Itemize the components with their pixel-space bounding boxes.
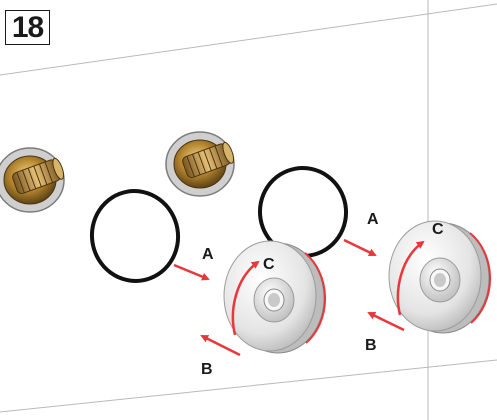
callout-c: C [263,256,275,273]
callout-a: A [202,246,214,263]
arrow-a1-icon [173,263,210,281]
callout-b: B [201,361,213,378]
o-ring-icon [89,189,181,283]
arrow-a2-icon [343,238,377,257]
o-ring-icon [257,166,349,258]
arrow-b2-icon [367,311,405,332]
callout-c: C [432,221,444,238]
step-number: 18 [5,10,50,45]
arrow-b1-icon [200,334,241,357]
escutcheon-disc-icon [223,240,327,354]
escutcheon-disc-icon [388,220,492,334]
valve-cartridge-icon [0,147,65,213]
valve-cartridge-icon [165,131,235,197]
callout-a: A [367,211,379,228]
callout-b: B [365,337,377,354]
